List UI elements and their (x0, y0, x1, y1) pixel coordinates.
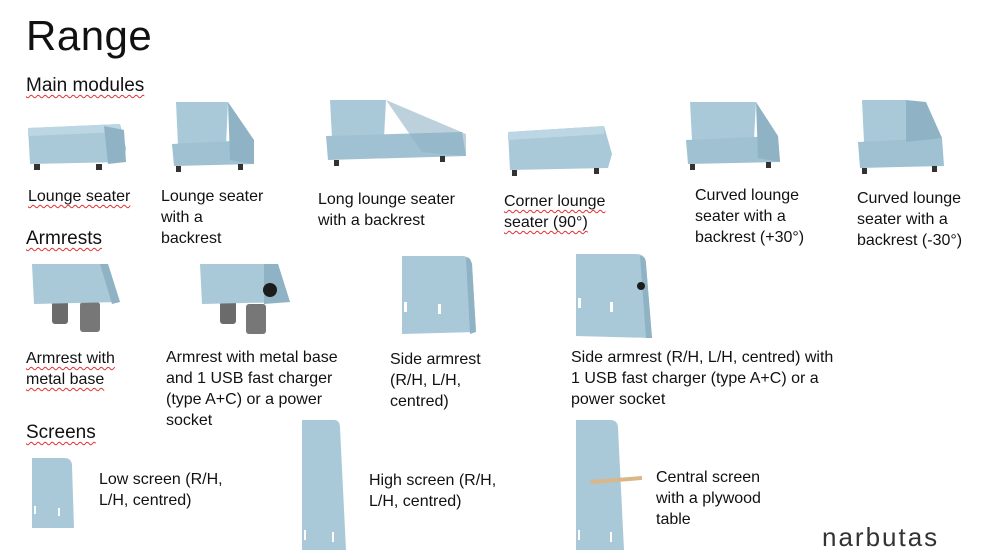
label-armrest-usb-charger: Armrest with metal base and 1 USB fast c… (166, 349, 338, 429)
label-corner-lounge-seater: Corner lounge seater (90°) (504, 193, 606, 231)
lounge-seater-backrest-image (172, 102, 254, 172)
label-armrest-metal-base: Armrest with metal base (26, 350, 115, 388)
central-screen-plywood-table-image (576, 420, 642, 550)
label-side-armrest-usb: Side armrest (R/H, L/H, centred) with 1 … (571, 349, 834, 408)
side-armrest-image (402, 256, 476, 334)
curved-lounge-seater-minus30-image (858, 100, 944, 174)
section-heading-armrests: Armrests (26, 228, 102, 249)
lounge-seater-image (28, 124, 126, 170)
label-lounge-seater-backrest: Lounge seater with a backrest (161, 188, 264, 247)
label-side-armrest: Side armrest (R/H, L/H, centred) (390, 351, 481, 410)
long-lounge-seater-image (326, 100, 466, 166)
label-curved-plus30: Curved lounge seater with a backrest (+3… (695, 187, 805, 246)
armrest-usb-charger-image (200, 264, 290, 334)
label-lounge-seater: Lounge seater (28, 188, 131, 205)
high-screen-image (302, 420, 346, 550)
label-high-screen: High screen (R/H, L/H, centred) (369, 472, 497, 510)
label-central-screen: Central screen with a plywood table (656, 469, 761, 528)
narbutas-logo: narbutas (822, 522, 940, 552)
curved-lounge-seater-plus30-image (686, 102, 780, 170)
page-title: Range (26, 12, 153, 59)
low-screen-image (32, 458, 74, 528)
section-heading-screens: Screens (26, 422, 96, 443)
label-low-screen: Low screen (R/H, L/H, centred) (99, 471, 223, 509)
section-heading-main-modules: Main modules (26, 75, 145, 96)
side-armrest-usb-image (576, 254, 652, 338)
corner-lounge-seater-image (508, 126, 612, 176)
armrest-metal-base-image (32, 264, 120, 332)
label-long-lounge-seater: Long lounge seater with a backrest (318, 191, 455, 229)
label-curved-minus30: Curved lounge seater with a backrest (-3… (857, 190, 963, 249)
